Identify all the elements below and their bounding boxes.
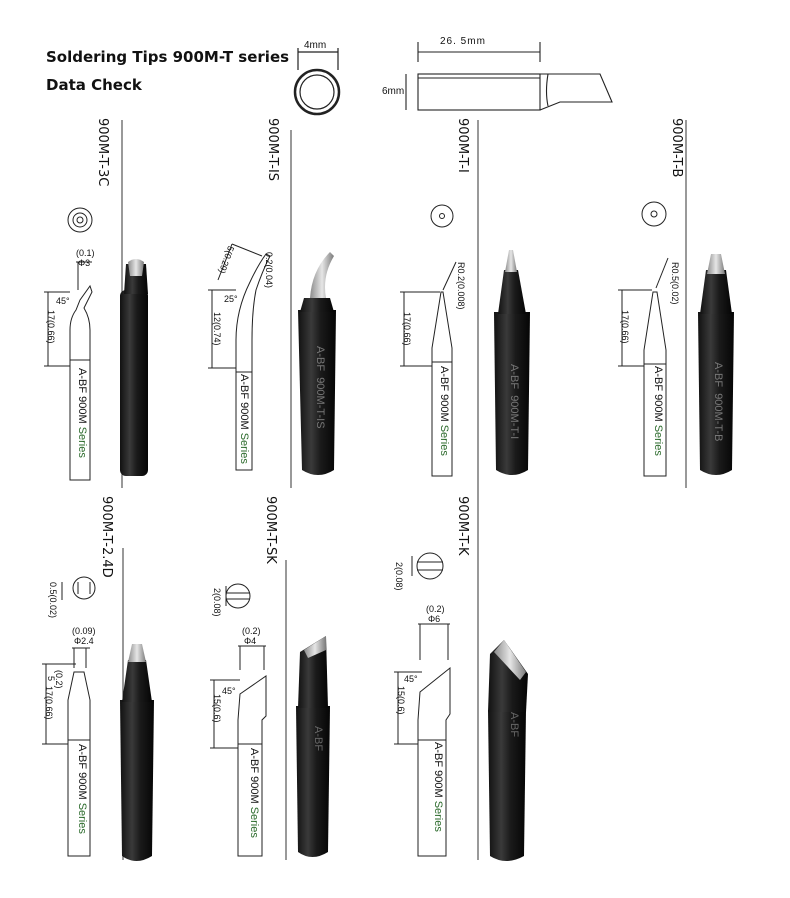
tip-name-k: 900M-T-K [455, 496, 470, 556]
tip-name-2-4d: 900M-T-2.4D [99, 496, 114, 578]
brand-text-i: A-BF 900M Series [438, 366, 450, 456]
tip-name-i: 900M-T-I [455, 118, 470, 173]
tip-3c-photo [120, 259, 148, 476]
brand-text-is: A-BF 900M Series [238, 374, 250, 464]
dim-sk-dia: Φ4 [244, 636, 257, 646]
dim-k-tol: (0.2) [426, 604, 445, 614]
tip-3c-drawing [44, 207, 93, 481]
tip-sk-drawing [210, 583, 267, 857]
dim-3c-angle: 45° [56, 296, 70, 306]
stamp-sk: A-BF [312, 726, 324, 752]
tip-name-b: 900M-T-B [669, 118, 684, 178]
tip-i-drawing [400, 204, 457, 477]
dim-is-b: 0.2(0.04) [264, 252, 274, 289]
dim-b-len: 17(0.66) [620, 310, 630, 344]
stamp-k: A-BF [508, 712, 520, 738]
tip-2-4d-photo [120, 644, 154, 861]
dim-b-radius: R0.5(0.02) [670, 262, 680, 305]
brand-text-3c: A-BF 900M Series [76, 368, 88, 458]
dim-sk-tol: (0.2) [242, 626, 261, 636]
dim-3c-dia: Φ3 [78, 258, 91, 268]
dim-2-4d-thick: 0.5(0.02) [48, 582, 58, 619]
dim-is-angle: 25° [224, 294, 238, 304]
dim-k-len: 15(0.6) [396, 686, 406, 715]
dim-i-radius: R0.2(0.008) [456, 262, 466, 310]
dim-sk-angle: 45° [222, 686, 236, 696]
dim-3c-tol: (0.1) [76, 248, 95, 258]
stamp-i: A-BF 900M-T-I [508, 364, 520, 440]
dim-sk-thick: 2(0.08) [212, 588, 222, 617]
tip-is-drawing [208, 243, 271, 471]
dim-k-angle: 45° [404, 674, 418, 684]
overview-ring [293, 48, 341, 116]
dim-is-len: 12(0.74) [212, 312, 222, 346]
stamp-is: A-BF 900M-T-IS [314, 346, 326, 429]
page-subtitle: Data Check [46, 76, 142, 94]
overview-side [405, 42, 613, 111]
dim-2-4d-dia: Φ2.4 [74, 636, 94, 646]
tip-i-photo [494, 250, 530, 475]
tip-k-photo [488, 640, 528, 861]
dim-i-len: 17(0.66) [402, 312, 412, 346]
brand-text-b: A-BF 900M Series [652, 366, 664, 456]
tip-name-3c: 900M-T-3C [95, 118, 110, 187]
dim-2-4d-tol: (0.09) [72, 626, 96, 636]
tip-sk-photo [296, 636, 330, 857]
tip-is-photo [298, 252, 336, 475]
overall-height-label: 6mm [382, 86, 405, 97]
page-title: Soldering Tips 900M-T series [46, 48, 290, 66]
tip-k-drawing [394, 552, 451, 857]
tip-name-is: 900M-T-IS [265, 118, 280, 182]
tip-b-drawing [618, 201, 669, 477]
brand-text-sk: A-BF 900M Series [248, 748, 260, 838]
tip-name-sk: 900M-T-SK [263, 496, 278, 564]
dim-2-4d-5: 5 [46, 676, 56, 682]
brand-text-2-4d: A-BF 900M Series [76, 744, 88, 834]
dim-sk-len: 15(0.6) [212, 694, 222, 723]
overall-diameter-label: 4mm [304, 40, 327, 51]
tip-2-4d-drawing [42, 576, 96, 857]
tip-b-photo [698, 254, 734, 475]
dim-3c-len: 17(0.66) [46, 310, 56, 344]
dim-2-4d-len: 17(0.66) [44, 686, 54, 720]
dim-k-thick: 2(0.08) [394, 562, 404, 591]
brand-text-k: A-BF 900M Series [432, 742, 444, 832]
overall-length-label: 26. 5mm [440, 36, 486, 47]
stamp-b: A-BF 900M-T-B [712, 362, 724, 442]
dim-k-dia: Φ6 [428, 614, 441, 624]
